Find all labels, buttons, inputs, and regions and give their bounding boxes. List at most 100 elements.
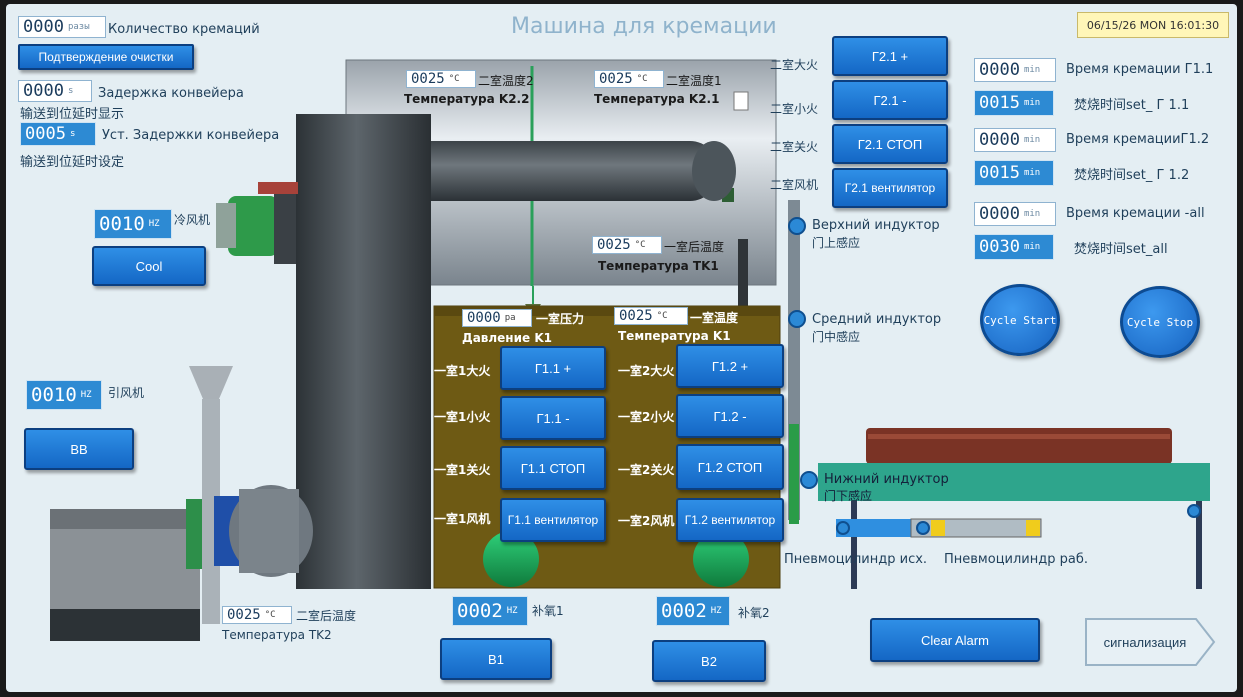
k1-temp-unit: °C [656, 311, 668, 321]
timer-1-unit: min [1023, 98, 1041, 108]
k2-1-temp-value: 0025 [599, 71, 633, 87]
supply2-label: 补氧2 [738, 606, 770, 620]
k2-2-temp-value: 0025 [411, 71, 445, 87]
cycle-stop-button[interactable]: Cycle Stop [1120, 286, 1200, 358]
g12-fan-button[interactable]: Г1.2 вентилятор [676, 498, 784, 542]
timer-0-unit: min [1023, 65, 1041, 75]
g21-fan-label: 二室风机 [770, 178, 819, 192]
g21-high-fire-label: 二室大火 [770, 58, 819, 72]
alarm-nav-button[interactable]: сигнализация [1084, 617, 1216, 667]
supply1-unit: HZ [506, 606, 518, 616]
k1-temp-label-cn: 一室温度 [690, 311, 739, 325]
arrow-shape-icon [1085, 618, 1216, 666]
g12-plus-button[interactable]: Г1.2 + [676, 344, 784, 388]
g21-minus-button[interactable]: Г2.1 - [832, 80, 948, 120]
g11-off-label: 一室1关火 [434, 463, 491, 477]
timer-3-unit: min [1023, 168, 1041, 178]
upper-sensor-label-cn: 门上感应 [812, 236, 861, 250]
tk2-temp-unit: °C [264, 610, 276, 620]
k1-pressure-label-cn: 一室压力 [536, 312, 585, 326]
conveyor-delay-set-unit: s [69, 129, 76, 139]
g21-fan-button[interactable]: Г2.1 вентилятор [832, 168, 948, 208]
g12-stop-button[interactable]: Г1.2 СТОП [676, 444, 784, 490]
k2-2-temp-display: 0025 °C [406, 70, 476, 88]
g21-stop-button[interactable]: Г2.1 СТОП [832, 124, 948, 164]
timer-4-label: Время кремации -all [1066, 206, 1205, 221]
timer-1-value: 0015 [979, 93, 1020, 113]
upper-sensor-label: Верхний индуктор [812, 218, 940, 233]
timer-0-value: 0000 [979, 60, 1020, 80]
tk2-temp-display: 0025 °C [222, 606, 292, 624]
cremation-count-value: 0000 [23, 17, 64, 37]
g12-minus-button[interactable]: Г1.2 - [676, 394, 784, 438]
g12-fan-label: 一室2风机 [618, 514, 675, 528]
supply2-frequency-input[interactable]: 0002 HZ [656, 596, 730, 626]
datetime-display: 06/15/26 MON 16:01:30 [1077, 12, 1229, 38]
timer-4-unit: min [1023, 209, 1041, 219]
equipment-diagram [50, 59, 1210, 641]
induced-fan-frequency-input[interactable]: 0010 HZ [26, 380, 102, 410]
middle-sensor-indicator [788, 310, 806, 328]
cremation-time-g11-set-input[interactable]: 0015 min [974, 90, 1054, 116]
confirm-clear-button[interactable]: Подтверждение очистки [18, 44, 194, 70]
conveyor-delay-set-input[interactable]: 0005 s [20, 122, 96, 146]
cremation-count-display[interactable]: 0000 разы [18, 16, 106, 38]
supply1-frequency-input[interactable]: 0002 HZ [452, 596, 528, 626]
timer-2-unit: min [1023, 135, 1041, 145]
g21-off-label: 二室关火 [770, 140, 819, 154]
b2-button[interactable]: B2 [652, 640, 766, 682]
page-title: Машина для кремации [511, 14, 777, 39]
cremation-time-g12-display: 0000 min [974, 128, 1056, 152]
g11-stop-button[interactable]: Г1.1 СТОП [500, 446, 606, 490]
k2-1-temp-unit: °C [636, 74, 648, 84]
g11-low-fire-label: 一室1小火 [434, 410, 491, 424]
upper-sensor-indicator [788, 217, 806, 235]
b1-button[interactable]: B1 [440, 638, 552, 680]
k2-1-temp-label: Температура K2.1 [594, 92, 720, 106]
k2-2-temp-label: Температура K2.2 [404, 92, 530, 106]
g11-minus-button[interactable]: Г1.1 - [500, 396, 606, 440]
k2-1-temp-label-cn: 二室温度1 [666, 74, 722, 88]
g11-fan-button[interactable]: Г1.1 вентилятор [500, 498, 606, 542]
lower-sensor-label: Нижний индуктор [824, 472, 949, 487]
g11-plus-button[interactable]: Г1.1 + [500, 346, 606, 390]
tk1-temp-label: Температура TK1 [598, 259, 719, 273]
k1-temp-value: 0025 [619, 308, 653, 324]
cycle-start-button[interactable]: Cycle Start [980, 284, 1060, 356]
conveyor-delay-set-label: Уст. Задержки конвейера [102, 128, 280, 143]
cremation-time-all-set-input[interactable]: 0030 min [974, 234, 1054, 260]
induced-fan-label: 引风机 [108, 386, 145, 400]
conveyor-delay-label-cn: 输送到位延时显示 [20, 107, 125, 122]
cool-button[interactable]: Cool [92, 246, 206, 286]
bb-button[interactable]: BB [24, 428, 134, 470]
cold-fan-frequency-unit: HZ [148, 219, 160, 229]
lower-sensor-indicator [800, 471, 818, 489]
supply1-value: 0002 [457, 600, 503, 622]
g11-fan-label: 一室1风机 [434, 512, 491, 526]
cremation-time-g12-set-input[interactable]: 0015 min [974, 160, 1054, 186]
g12-high-fire-label: 一室2大火 [618, 364, 675, 378]
cylinder-origin-label: Пневмоцилиндр исх. [784, 552, 928, 567]
k1-pressure-unit: pa [504, 313, 516, 323]
k1-pressure-display: 0000 pa [462, 309, 532, 327]
timer-5-unit: min [1023, 242, 1041, 252]
middle-sensor-label-cn: 门中感应 [812, 330, 861, 344]
supply2-unit: HZ [710, 606, 722, 616]
timer-5-label: 焚烧时间set_all [1074, 242, 1168, 257]
timer-5-value: 0030 [979, 237, 1020, 257]
timer-0-label: Время кремации Г1.1 [1066, 62, 1214, 77]
conveyor-delay-label: Задержка конвейера [98, 86, 244, 101]
k2-2-temp-unit: °C [448, 74, 460, 84]
clear-alarm-button[interactable]: Clear Alarm [870, 618, 1040, 662]
timer-4-value: 0000 [979, 204, 1020, 224]
k1-pressure-label: Давление K1 [462, 331, 552, 345]
supply1-label: 补氧1 [532, 604, 564, 618]
timer-2-label: Время кремацииГ1.2 [1066, 132, 1210, 147]
conveyor-delay-set-value: 0005 [25, 124, 66, 144]
timer-3-label: 焚烧时间set_ Г 1.2 [1074, 168, 1190, 183]
conveyor-delay-value: 0000 [23, 81, 64, 101]
k2-2-temp-label-cn: 二室温度2 [478, 74, 534, 88]
cold-fan-frequency-input[interactable]: 0010 HZ [94, 209, 172, 239]
g21-plus-button[interactable]: Г2.1 + [832, 36, 948, 76]
lower-sensor-label-cn: 门下感应 [824, 489, 873, 503]
